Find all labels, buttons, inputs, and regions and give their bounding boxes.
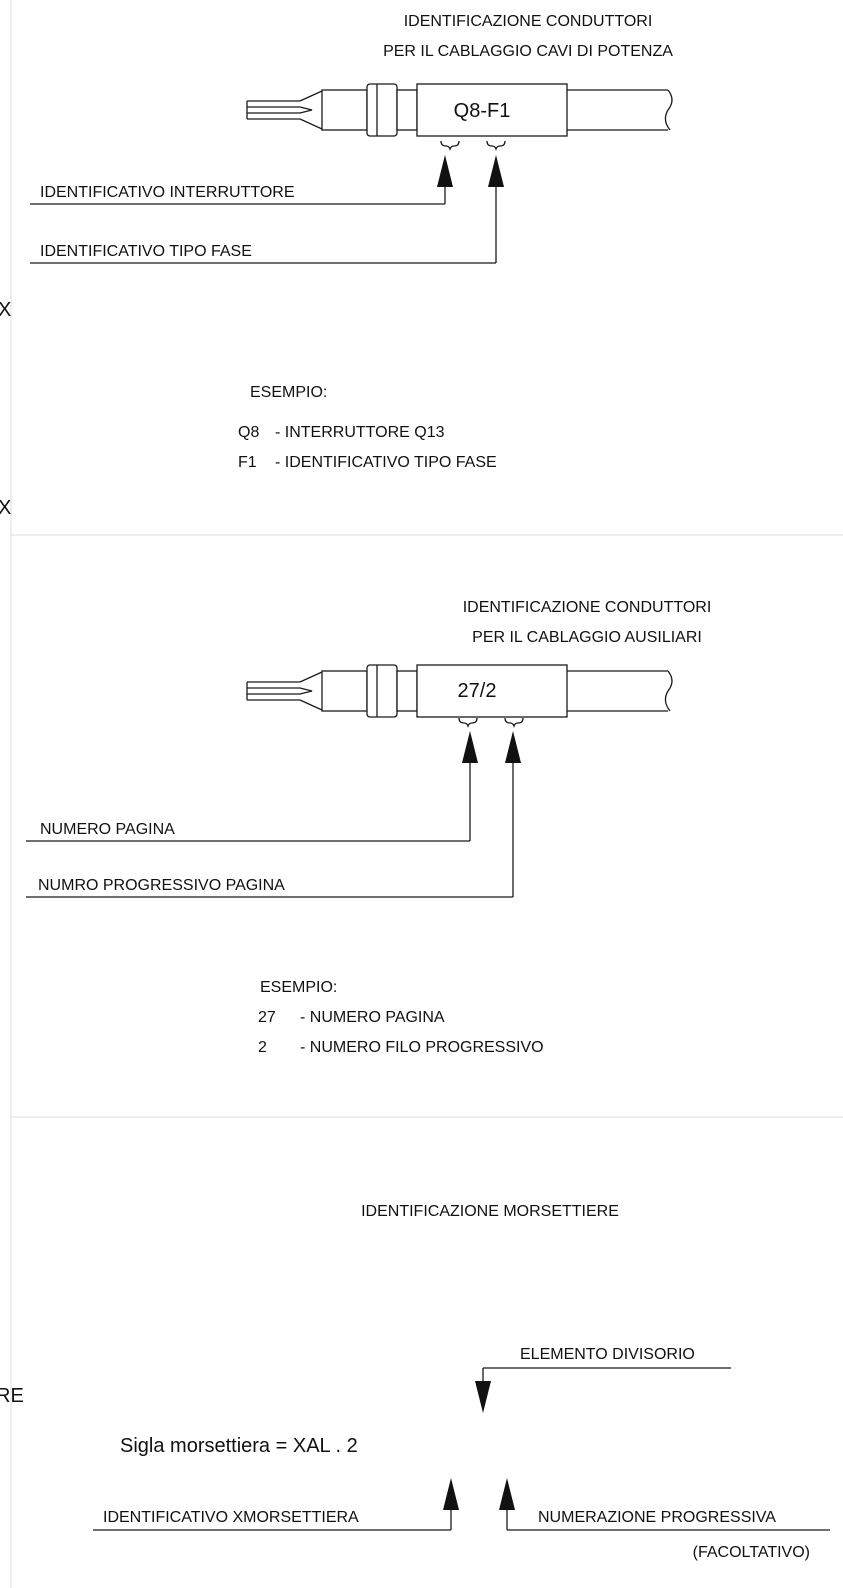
section-power-cables: IDENTIFICAZIONE CONDUTTORI PER IL CABLAG… [30, 13, 673, 471]
sleeve-code: Q8-F1 [454, 100, 511, 122]
label-terminal-id: IDENTIFICATIVO XMORSETTIERA [103, 1509, 359, 1526]
section-auxiliary-cables: IDENTIFICAZIONE CONDUTTORI PER IL CABLAG… [26, 599, 711, 1056]
example-heading: ESEMPIO: [250, 384, 327, 401]
example-desc: - INTERRUTTORE Q13 [275, 424, 445, 441]
leader-switch-id: IDENTIFICATIVO INTERRUTTORE [30, 155, 453, 205]
left-edge-fragment: X [0, 497, 11, 519]
example-code: 2 [258, 1039, 267, 1056]
section-subtitle: PER IL CABLAGGIO AUSILIARI [472, 629, 702, 646]
leader-page-number: NUMERO PAGINA [26, 731, 478, 842]
section-title: IDENTIFICAZIONE MORSETTIERE [361, 1203, 619, 1220]
section-terminal-boards: IDENTIFICAZIONE MORSETTIERE ELEMENTO DIV… [93, 1203, 830, 1561]
label-switch-id: IDENTIFICATIVO INTERRUTTORE [40, 184, 295, 201]
example-desc: - IDENTIFICATIVO TIPO FASE [275, 454, 497, 471]
example-block: ESEMPIO: 27 - NUMERO PAGINA 2 - NUMERO F… [258, 979, 544, 1056]
label-page-number: NUMERO PAGINA [40, 821, 175, 838]
label-progressive-number: NUMRO PROGRESSIVO PAGINA [38, 877, 285, 894]
section-subtitle: PER IL CABLAGGIO CAVI DI POTENZA [383, 43, 673, 60]
marker-sleeve [416, 83, 568, 137]
example-code: 27 [258, 1009, 276, 1026]
cable-drawing: Q8-F1 [246, 83, 673, 152]
leader-progressive-number: NUMRO PROGRESSIVO PAGINA [26, 731, 521, 898]
example-heading: ESEMPIO: [260, 979, 337, 996]
example-desc: - NUMERO FILO PROGRESSIVO [300, 1039, 544, 1056]
leader-terminal-id: IDENTIFICATIVO XMORSETTIERA [93, 1478, 459, 1531]
label-progressive-numbering: NUMERAZIONE PROGRESSIVA [538, 1509, 776, 1526]
label-phase-type: IDENTIFICATIVO TIPO FASE [40, 243, 252, 260]
example-code: Q8 [238, 424, 259, 441]
cable-drawing: 27/2 [246, 664, 673, 729]
sleeve-code: 27/2 [458, 680, 497, 702]
section-title: IDENTIFICAZIONE CONDUTTORI [404, 13, 653, 30]
left-edge-fragment: X [0, 299, 11, 321]
terminal-board-formula: Sigla morsettiera = XAL . 2 [120, 1435, 358, 1457]
section-title: IDENTIFICAZIONE CONDUTTORI [463, 599, 712, 616]
label-divider-element: ELEMENTO DIVISORIO [520, 1346, 695, 1363]
marker-sleeve [416, 664, 568, 718]
label-optional-note: (FACOLTATIVO) [693, 1544, 810, 1561]
leader-phase-type: IDENTIFICATIVO TIPO FASE [30, 155, 504, 264]
example-code: F1 [238, 454, 257, 471]
example-block: ESEMPIO: Q8 - INTERRUTTORE Q13 F1 - IDEN… [238, 384, 497, 471]
left-edge-fragment: RE [0, 1385, 24, 1407]
example-desc: - NUMERO PAGINA [300, 1009, 445, 1026]
leader-divider-element: ELEMENTO DIVISORIO [475, 1346, 731, 1413]
leader-progressive-numbering: NUMERAZIONE PROGRESSIVA (FACOLTATIVO) [499, 1478, 830, 1561]
